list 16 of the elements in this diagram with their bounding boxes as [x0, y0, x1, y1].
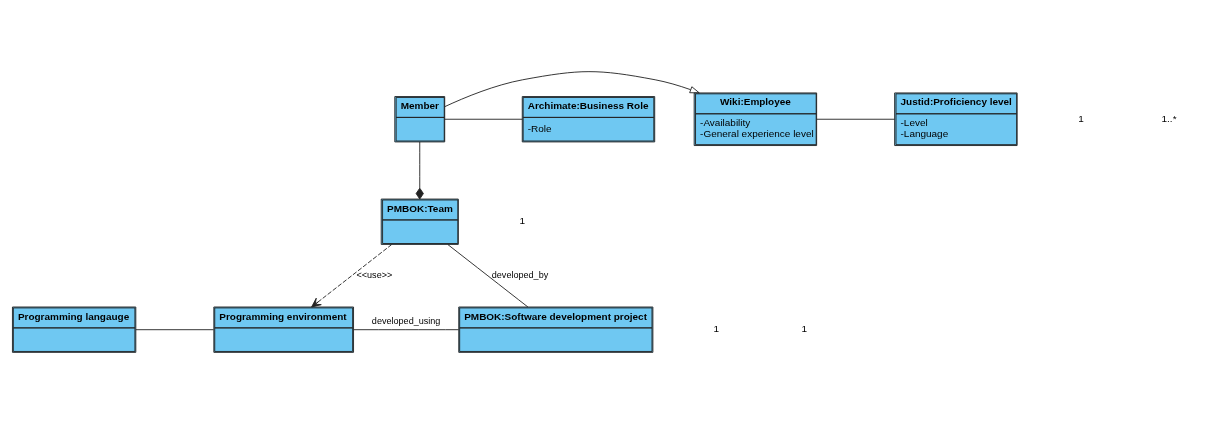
connector — [444, 118, 523, 120]
edge-label: <<use>> — [356, 269, 393, 280]
edge-label: developed_using — [371, 315, 441, 326]
label: 1 — [1078, 112, 1084, 124]
label: 1..* — [1161, 112, 1177, 124]
edge-label: developed_by — [491, 269, 549, 280]
connector — [816, 118, 895, 120]
connector — [447, 243, 529, 307]
label: 1 — [713, 322, 720, 334]
label: 1 — [801, 322, 808, 334]
arrow — [311, 243, 392, 307]
connector — [135, 328, 214, 330]
connector — [415, 141, 424, 199]
label: 1 — [519, 214, 526, 226]
connector — [353, 328, 459, 330]
arrow — [444, 70, 700, 107]
